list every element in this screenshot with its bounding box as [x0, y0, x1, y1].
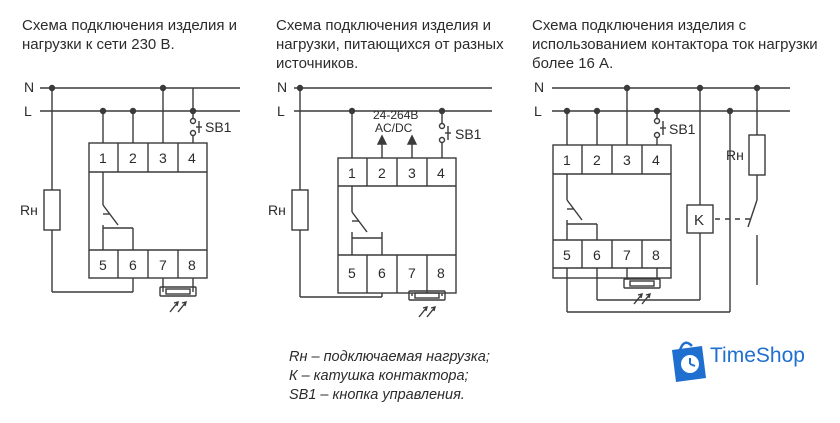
title-line: нагрузки, питающихся от разных — [276, 36, 504, 53]
terminal-label: 3 — [408, 165, 416, 181]
load-resistor — [43, 189, 61, 231]
terminal-label: 6 — [593, 247, 601, 263]
line-l-label: L — [277, 103, 285, 119]
line-n-label: N — [534, 79, 544, 95]
load-resistor — [291, 189, 309, 231]
load-resistor — [748, 134, 766, 176]
timeshop-logo[interactable]: TimeShop — [668, 336, 834, 382]
relay-contact — [566, 174, 598, 240]
terminal-label: 2 — [593, 152, 601, 168]
terminal-label: 5 — [348, 265, 356, 281]
button-label: SB1 — [205, 119, 232, 135]
line-l-label: L — [534, 103, 542, 119]
push-button-sb1 — [189, 117, 202, 143]
terminal-label: 8 — [437, 265, 445, 281]
terminal-label: 6 — [378, 265, 386, 281]
title-line: нагрузки к сети 230 В. — [22, 36, 175, 53]
push-button-sb1 — [438, 122, 451, 158]
diagram-2: N L 1 2 3 4 5 6 7 8 24-264В AC/DC — [268, 79, 492, 318]
diagram-1-title: Схема подключения изделия и нагрузки к с… — [22, 16, 237, 54]
terminal-label: 4 — [437, 165, 445, 181]
terminal-label: 3 — [159, 150, 167, 166]
terminal-label: 6 — [129, 257, 137, 273]
title-line: источников. — [276, 55, 359, 72]
terminal-label: 5 — [99, 257, 107, 273]
supply-voltage-label: 24-264В — [373, 108, 418, 122]
title-line: Схема подключения изделия и — [22, 17, 238, 34]
legend: Rн – подключаемая нагрузка; К – катушка … — [289, 348, 490, 405]
supply-arrows — [376, 134, 418, 158]
terminal-label: 2 — [378, 165, 386, 181]
relay-contact — [102, 172, 134, 250]
terminal-label: 1 — [563, 152, 571, 168]
button-label: SB1 — [669, 121, 696, 137]
legend-item: К – катушка контактора; — [289, 368, 469, 384]
photo-sensor — [623, 268, 661, 305]
terminal-label: 7 — [159, 257, 167, 273]
load-label: Rн — [20, 202, 38, 218]
supply-type-label: AC/DC — [375, 121, 413, 135]
diagram-2-title: Схема подключения изделия и нагрузки, пи… — [276, 16, 504, 73]
terminal-label: 8 — [652, 247, 660, 263]
shopping-bag-clock-icon — [672, 341, 706, 382]
line-n-label: N — [277, 79, 287, 95]
photo-sensor — [159, 278, 197, 313]
terminal-label: 1 — [99, 150, 107, 166]
relay-contact — [351, 186, 383, 255]
title-line: Схема подключения изделия и — [276, 17, 492, 34]
button-label: SB1 — [455, 126, 482, 142]
diagram-1: N L 1 2 3 4 5 6 7 8 — [20, 79, 240, 313]
terminal-label: 4 — [652, 152, 660, 168]
terminal-label: 4 — [188, 150, 196, 166]
terminal-label: 1 — [348, 165, 356, 181]
terminal-label: 7 — [408, 265, 416, 281]
terminal-label: 3 — [623, 152, 631, 168]
title-line: использованием контактора ток нагрузки — [532, 36, 818, 53]
legend-item: SB1 – кнопка управления. — [289, 387, 465, 403]
load-label: Rн — [726, 147, 744, 163]
terminal-label: 7 — [623, 247, 631, 263]
title-line: более 16 А. — [532, 55, 614, 72]
line-l-label: L — [24, 103, 32, 119]
line-n-label: N — [24, 79, 34, 95]
push-button-sb1 — [653, 117, 666, 145]
logo-text: TimeShop — [710, 344, 805, 367]
photo-sensor — [408, 290, 446, 318]
contactor-switch — [747, 199, 758, 228]
terminal-label: 2 — [129, 150, 137, 166]
diagram-3-title: Схема подключения изделия с использовани… — [532, 16, 818, 73]
title-line: Схема подключения изделия с — [532, 17, 747, 34]
terminal-label: 5 — [563, 247, 571, 263]
legend-item: Rн – подключаемая нагрузка; — [289, 349, 490, 365]
diagram-3: N L 1 2 3 4 5 6 7 8 — [534, 79, 790, 313]
terminal-label: 8 — [188, 257, 196, 273]
load-label: Rн — [268, 202, 286, 218]
coil-label: K — [694, 212, 704, 229]
